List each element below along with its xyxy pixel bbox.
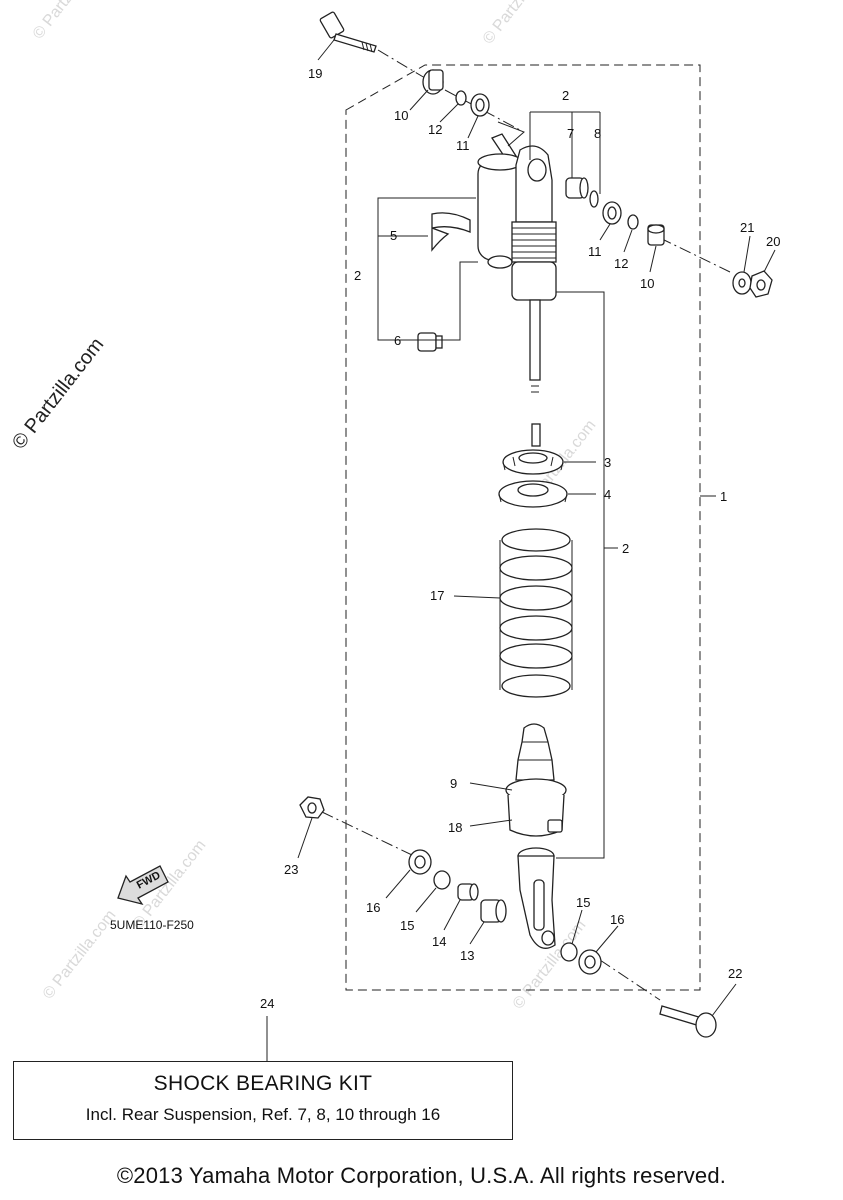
part-23-nut [299, 796, 325, 819]
callout-19: 19 [308, 66, 322, 81]
callout-16-right: 16 [610, 912, 624, 927]
part-16-washer-right [578, 949, 602, 975]
callout-8: 8 [594, 126, 601, 141]
part-19-upper-bolt [319, 11, 377, 53]
part-16-washer-left [408, 849, 432, 875]
callout-18: 18 [448, 820, 462, 835]
shock-lower-clevis [517, 847, 556, 949]
kit-description: Incl. Rear Suspension, Ref. 7, 8, 10 thr… [85, 1105, 441, 1124]
callout-12-upper: 12 [428, 122, 442, 137]
kit-info-box: SHOCK BEARING KIT Incl. Rear Suspension,… [13, 1061, 513, 1140]
part-3-adjuster-nut [502, 449, 564, 475]
callout-24: 24 [260, 996, 274, 1011]
part-15-collar-left [433, 870, 451, 890]
callout-11-lower: 11 [588, 244, 602, 259]
rod-pin [531, 423, 541, 447]
watermark-text: © Partzilla.com [30, 0, 110, 42]
callout-2-top: 2 [562, 88, 569, 103]
part-8-circlip [589, 190, 599, 208]
part-4-lock-nut [498, 480, 568, 508]
part-22-lower-bolt [659, 1005, 717, 1038]
callout-9: 9 [450, 776, 457, 791]
callout-6: 6 [394, 333, 401, 348]
leader-lines [266, 39, 776, 1061]
callout-20: 20 [766, 234, 780, 249]
callout-10-lower: 10 [640, 276, 654, 291]
assembly-boundary [345, 64, 701, 991]
callout-15-left: 15 [400, 918, 414, 933]
part-12-o-ring-upper [455, 90, 467, 106]
part-18-spring-seat [505, 778, 567, 837]
part-10-collar-lower [647, 224, 665, 246]
kit-title: SHOCK BEARING KIT [153, 1072, 373, 1095]
callout-3: 3 [604, 455, 611, 470]
callout-11-upper: 11 [456, 138, 470, 153]
watermark-text: © Partzilla.com [40, 907, 120, 1002]
diagram-code: 5UME110-F250 [110, 918, 194, 932]
callout-2-right: 2 [622, 541, 629, 556]
callout-13: 13 [460, 948, 474, 963]
callout-10-upper: 10 [394, 108, 408, 123]
callout-12-lower: 12 [614, 256, 628, 271]
callout-17: 17 [430, 588, 444, 603]
part-17-spring [499, 528, 573, 698]
upper-mount-axis [377, 49, 731, 273]
part-9-bump-rubber [515, 723, 555, 781]
callout-16-left: 16 [366, 900, 380, 915]
watermark-text: © Partzilla.com [480, 0, 560, 47]
part-21-washer [732, 271, 752, 295]
part-12-o-ring-lower [627, 214, 639, 230]
callout-5: 5 [390, 228, 397, 243]
part-13-spacer [480, 899, 507, 923]
part-7-bearing [565, 177, 589, 199]
bracket-2-right [556, 291, 618, 859]
part-14-bearing [457, 883, 479, 901]
callout-21: 21 [740, 220, 754, 235]
callout-15-right: 15 [576, 895, 590, 910]
part-20-nut [749, 270, 773, 298]
part-5-band [431, 212, 471, 252]
bracket-2-top [529, 111, 601, 194]
callout-7: 7 [567, 126, 574, 141]
copyright-notice: ©2013 Yamaha Motor Corporation, U.S.A. A… [116, 1163, 727, 1188]
callout-23: 23 [284, 862, 298, 877]
part-11-oil-seal-lower [602, 201, 622, 225]
lower-mount-axis [321, 811, 661, 1001]
part-6-valve [417, 332, 443, 352]
callout-4: 4 [604, 487, 611, 502]
part-11-oil-seal-upper [470, 93, 490, 117]
part-15-collar-right [560, 942, 578, 962]
callout-22: 22 [728, 966, 742, 981]
callout-1: 1 [720, 489, 727, 504]
part-10-collar-upper [422, 69, 444, 95]
callout-14: 14 [432, 934, 446, 949]
callout-2-left: 2 [354, 268, 361, 283]
shock-body [511, 145, 557, 393]
